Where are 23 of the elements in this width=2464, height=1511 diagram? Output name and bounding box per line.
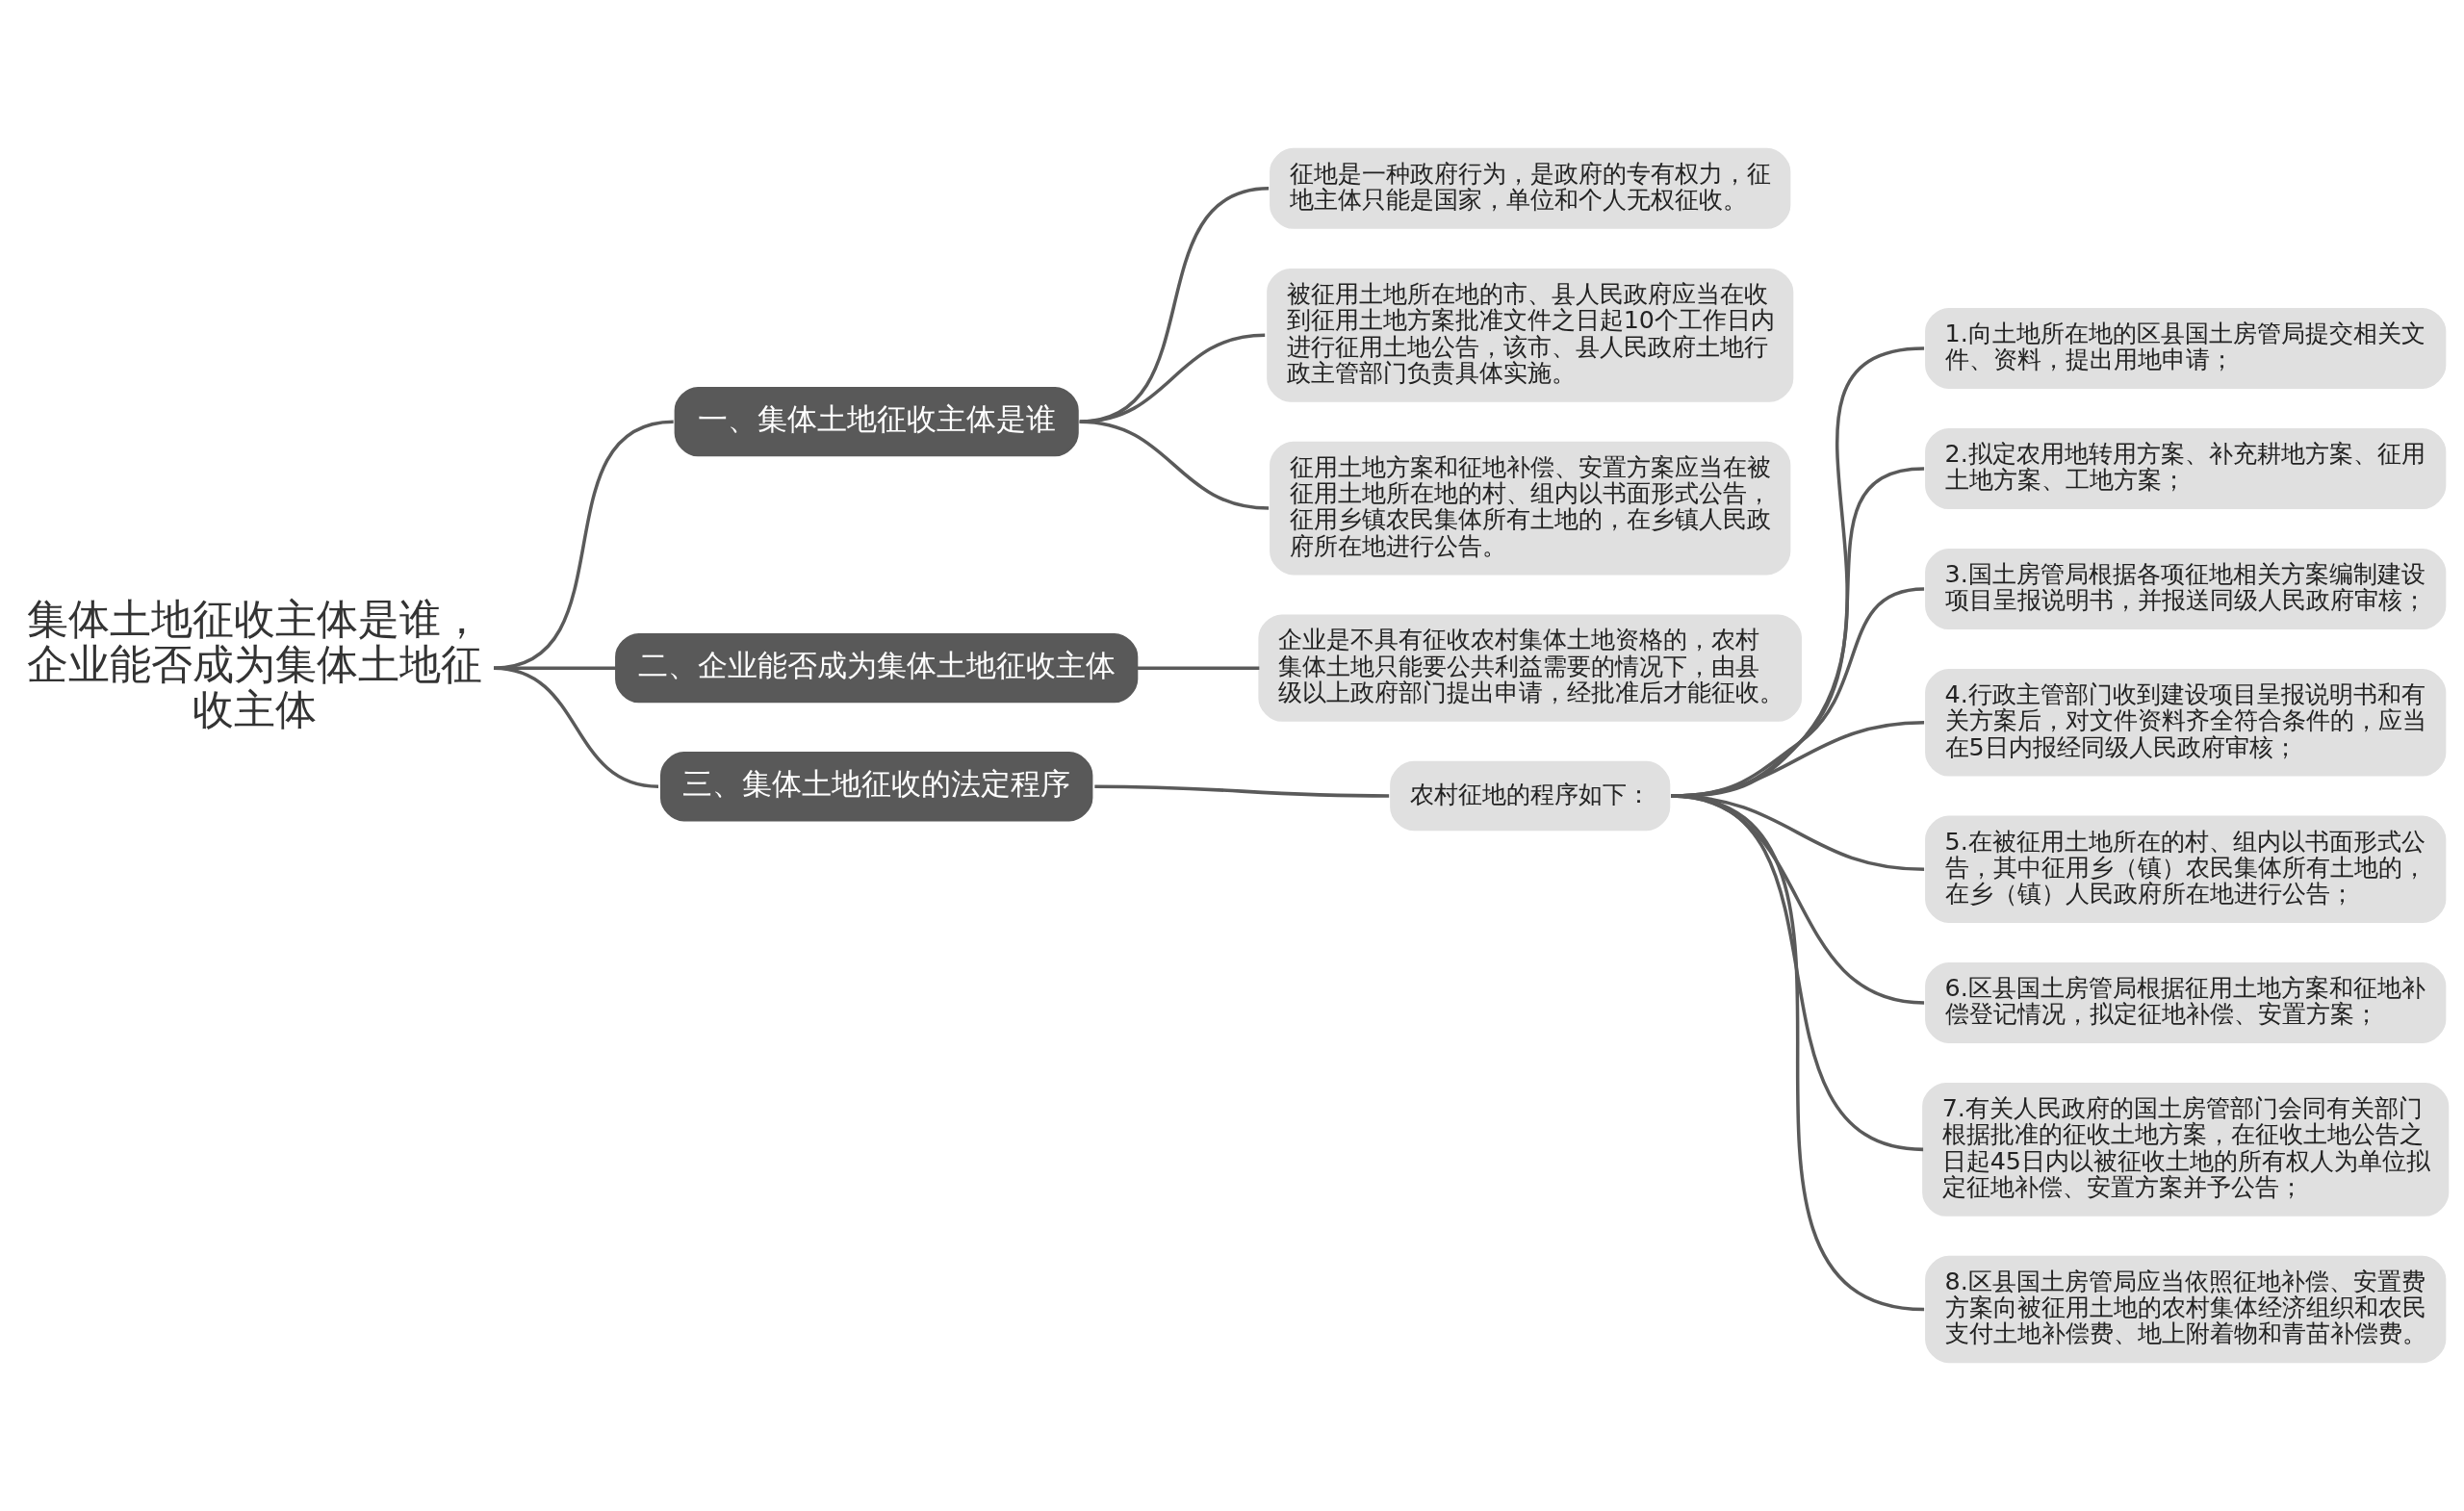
node-box: 被征用土地所在地的市、县人民政府应当在收到征用土地方案批准文件之日起10个工作日内进行征用土地公告，该市、县人民政府土地行政主管部门负责具体实施。	[1267, 268, 1794, 402]
node-box: 3.国土房管局根据各项征地相关方案编制建设项目呈报说明书，并报送同级人民政府审核；	[1925, 549, 2447, 630]
node-box: 征用土地方案和征地补偿、安置方案应当在被征用土地所在地的村、组内以书面形式公告，征用乡镇农民集体所有土地的，在乡镇人民政府所在地进行公告。	[1270, 441, 1791, 576]
connector	[1079, 420, 1270, 510]
connector	[1094, 784, 1390, 798]
node-box: 二、企业能否成为集体土地征收主体	[615, 633, 1139, 704]
node-text: 集体土地征收主体是谁，企业能否成为集体土地征收主体	[27, 595, 483, 733]
node-box: 一、集体土地征收主体是谁	[674, 387, 1079, 457]
node-box: 6.区县国土房管局根据征用土地方案和征地补偿登记情况，拟定征地补偿、安置方案；	[1925, 961, 2447, 1043]
node-box: 企业是不具有征收农村集体土地资格的，农村集体土地只能要公共利益需要的情况下，由县级以上政府部门提出申请，经批准后才能征收。	[1258, 614, 1803, 722]
node-box: 农村征地的程序如下：	[1390, 760, 1671, 832]
node-box: 5.在被征用土地所在的村、组内以书面形式公告，其中征用乡（镇）农民集体所有土地的，在乡（镇）人民政府所在地进行公告；	[1925, 815, 2447, 923]
node-box: 7.有关人民政府的国土房管部门会同有关部门根据批准的征收土地方案，在征收土地公告之日起45日内以被征收土地的所有权人为单位拟定征地补偿、安置方案并予公告；	[1922, 1083, 2450, 1216]
connector	[494, 666, 617, 670]
node-box: 三、集体土地征收的法定程序	[659, 752, 1093, 822]
node-box: 2.拟定农用地转用方案、补充耕地方案、征用土地方案、工地方案；	[1925, 428, 2447, 509]
connector	[1137, 666, 1260, 670]
connector	[493, 666, 659, 788]
connector	[1670, 794, 1925, 1312]
node-box: 征地是一种政府行为，是政府的专有权力，征地主体只能是国家，单位和个人无权征收。	[1270, 147, 1791, 229]
node-box: 8.区县国土房管局应当依照征地补偿、安置费方案向被征用土地的农村集体经济组织和农民支付土地补偿费、地上附着物和青苗补偿费。	[1925, 1255, 2447, 1364]
node-box: 1.向土地所在地的区县国土房管局提交相关文件、资料，提出用地申请；	[1925, 307, 2447, 389]
node-box: 4.行政主管部门收到建设项目呈报说明书和有关方案后，对文件资料齐全符合条件的，应当在5日内报经同级人民政府审核；	[1925, 669, 2447, 777]
